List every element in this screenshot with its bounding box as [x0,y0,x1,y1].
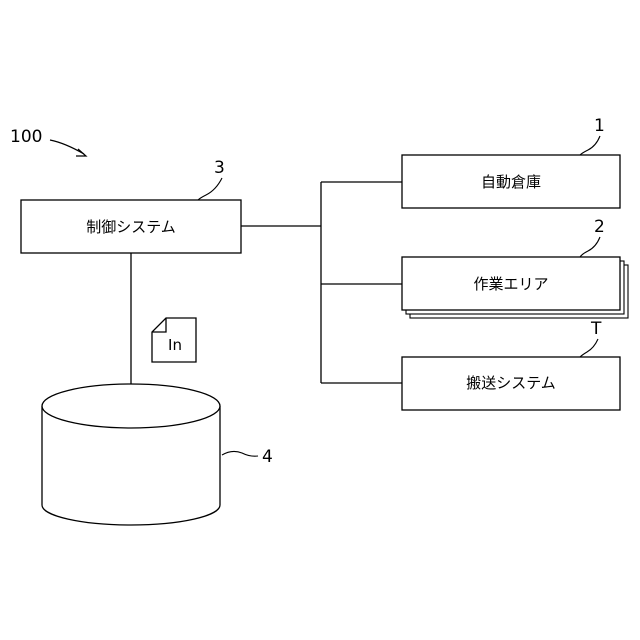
ref-2-leader [580,237,600,257]
ref-1-leader [580,136,600,155]
ref-100: 100 [10,127,42,147]
control-system-box: 制御システム [21,200,241,253]
ref-T-leader [580,339,598,357]
ref-2: 2 [594,217,605,237]
ref-T: T [590,319,602,339]
ref-3-leader [198,178,222,200]
warehouse-box: 自動倉庫 [402,155,620,208]
transport-system-label: 搬送システム [466,374,556,392]
ref-1: 1 [594,116,605,136]
work-area-label: 作業エリア [473,275,548,293]
warehouse-label: 自動倉庫 [481,173,541,191]
document-icon: In [152,318,196,362]
ref-4: 4 [262,447,273,467]
transport-system-box: 搬送システム [402,357,620,410]
ref-4-leader [222,451,258,456]
work-area-box: 作業エリア [402,257,628,318]
control-system-label: 制御システム [86,218,176,236]
document-label: In [168,336,182,354]
ref-3: 3 [214,158,225,178]
ref-100-arrow [50,140,84,154]
database-cylinder-icon [42,384,220,525]
